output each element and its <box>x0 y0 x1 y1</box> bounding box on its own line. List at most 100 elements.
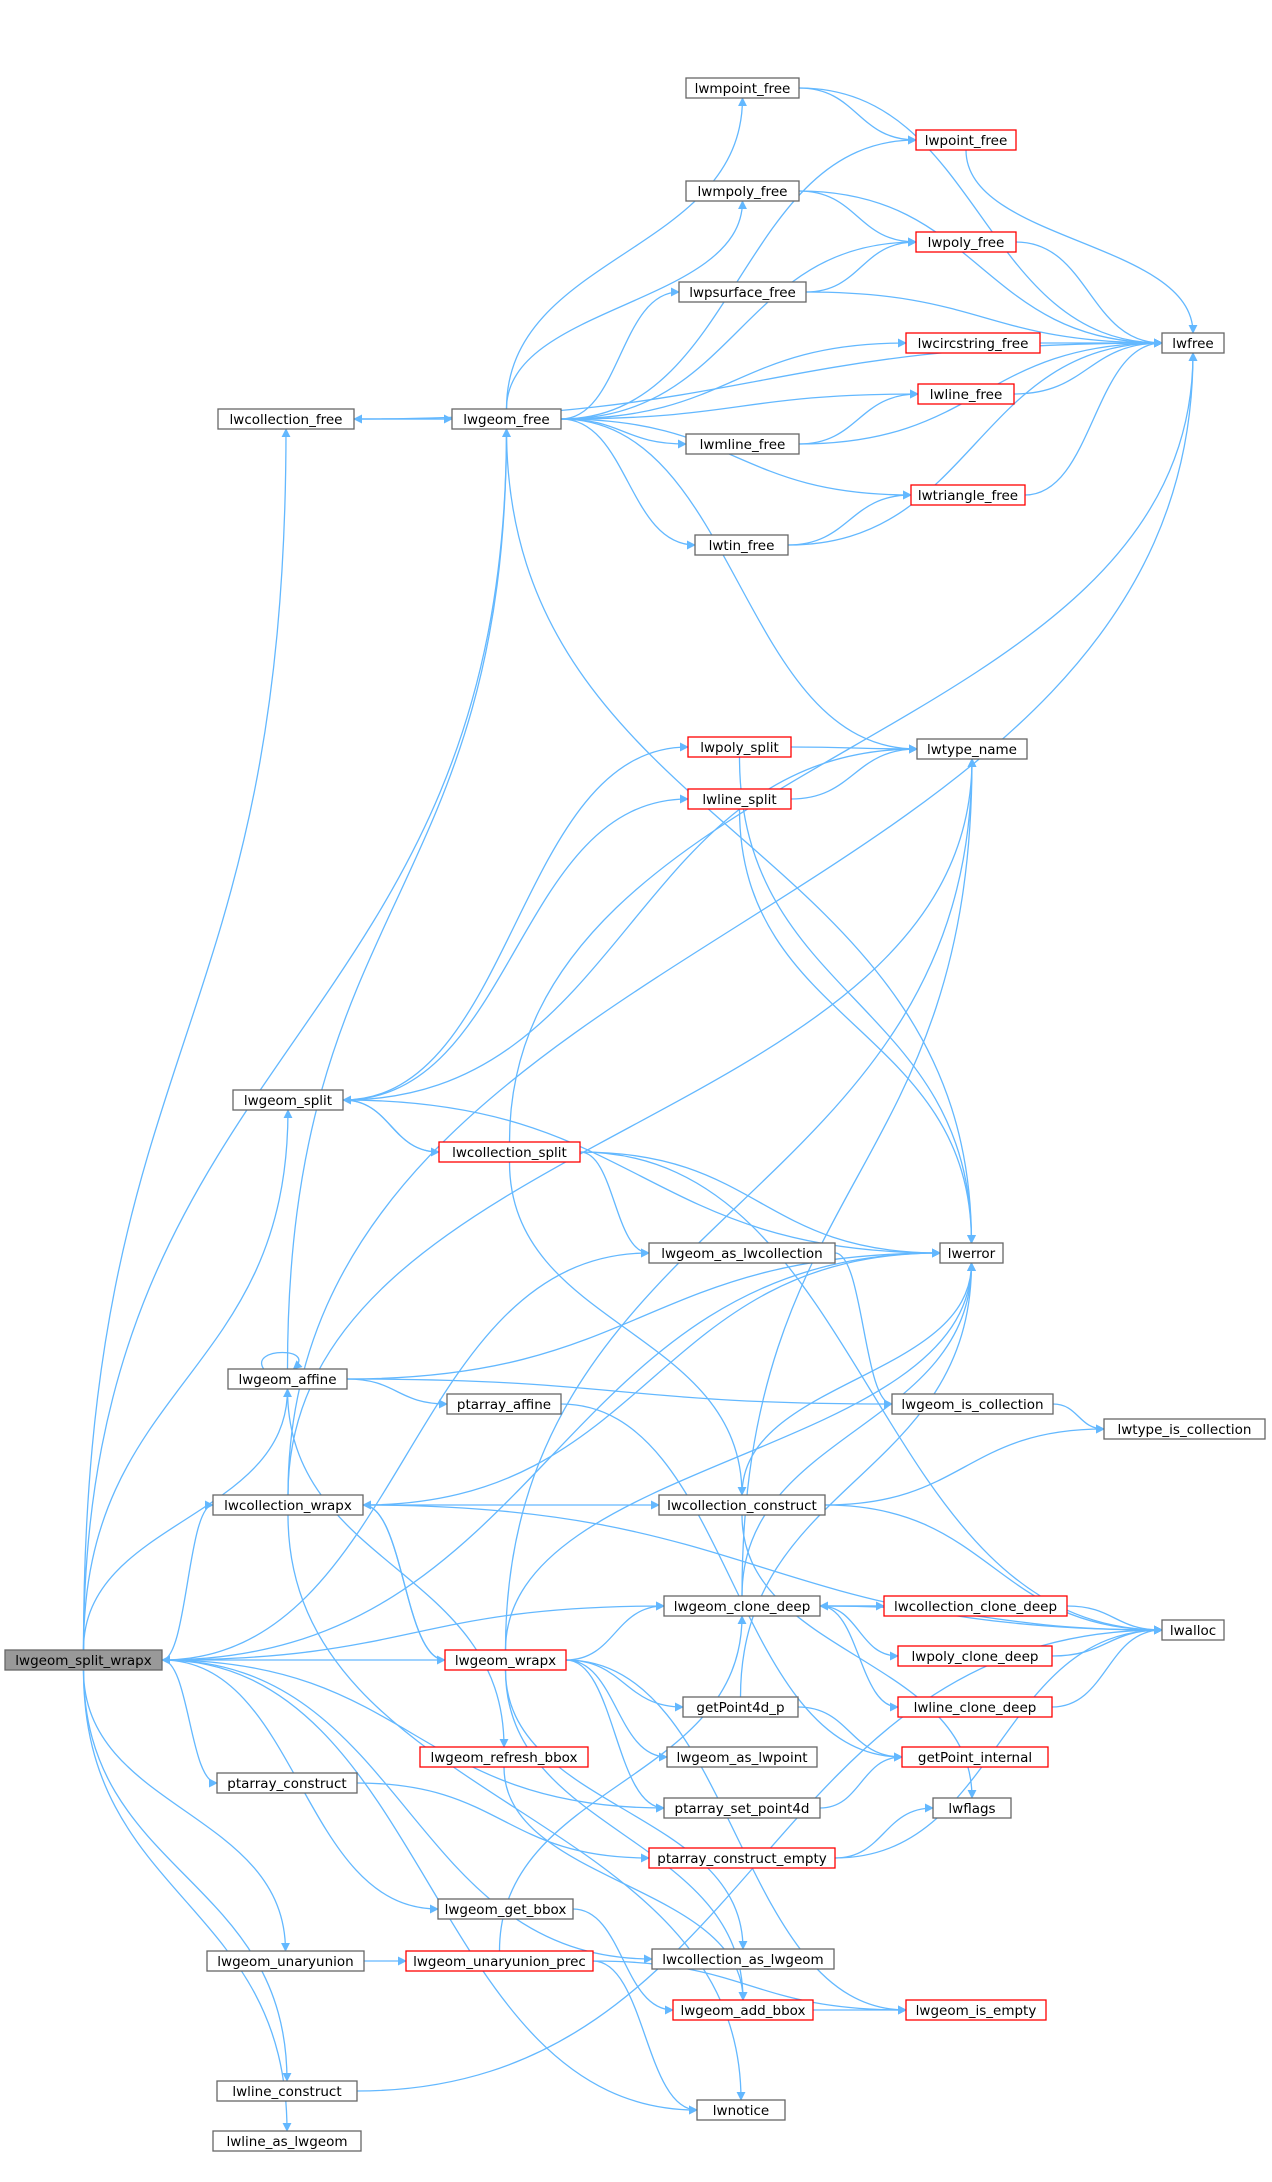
node-lwcollection_free[interactable]: lwcollection_free <box>217 408 355 430</box>
node-box <box>696 2099 786 2121</box>
node-lwline_clone_deep[interactable]: lwline_clone_deep <box>897 1696 1053 1718</box>
edge-lwpsurface_free-to-lwfree <box>805 291 1163 348</box>
node-lwpoly_clone_deep[interactable]: lwpoly_clone_deep <box>897 1645 1053 1667</box>
node-lwmpoly_free[interactable]: lwmpoly_free <box>685 180 800 202</box>
edge-lwgeom_free-to-lwerror <box>505 428 976 1244</box>
node-box <box>212 1494 364 1516</box>
node-label: lwpsurface_free <box>689 285 796 301</box>
node-label: lwerror <box>948 1246 996 1262</box>
node-box <box>932 1797 1012 1819</box>
node-lwmpoint_free[interactable]: lwmpoint_free <box>685 77 800 99</box>
node-label: lwtin_free <box>709 538 775 554</box>
node-lwalloc[interactable]: lwalloc <box>1161 1619 1225 1641</box>
node-lwline_split[interactable]: lwline_split <box>687 788 792 810</box>
node-label: lwgeom_unaryunion_prec <box>413 1954 586 1970</box>
node-box <box>905 1999 1047 2021</box>
edge-lwpoint_free-to-lwfree <box>965 149 1198 334</box>
node-lwtriangle_free[interactable]: lwtriangle_free <box>910 484 1026 506</box>
node-lwpoly_split[interactable]: lwpoly_split <box>687 736 792 758</box>
node-box <box>419 1746 589 1768</box>
node-lwtype_name[interactable]: lwtype_name <box>916 738 1028 760</box>
node-lwtin_free[interactable]: lwtin_free <box>694 534 789 556</box>
edge-lwpoly_free-to-lwfree <box>1015 241 1163 348</box>
node-lwfree[interactable]: lwfree <box>1161 332 1225 354</box>
node-lwcollection_clone_deep[interactable]: lwcollection_clone_deep <box>883 1595 1068 1617</box>
node-label: lwtype_is_collection <box>1117 1422 1251 1438</box>
node-label: lwline_construct <box>232 2084 341 2100</box>
node-lwgeom_is_empty[interactable]: lwgeom_is_empty <box>905 1999 1047 2021</box>
node-lwgeom_split_wrapx[interactable]: lwgeom_split_wrapx <box>4 1649 163 1671</box>
node-lwgeom_as_lwpoint[interactable]: lwgeom_as_lwpoint <box>666 1746 818 1768</box>
node-lwline_as_lwgeom[interactable]: lwline_as_lwgeom <box>212 2130 362 2152</box>
node-lwgeom_split[interactable]: lwgeom_split <box>232 1089 344 1111</box>
node-label: lwgeom_affine <box>238 1372 336 1388</box>
node-label: lwcollection_as_lwgeom <box>662 1952 823 1968</box>
edge-lwcollection_split-to-lwalloc <box>579 1151 1163 1635</box>
node-ptarray_construct[interactable]: ptarray_construct <box>216 1772 358 1794</box>
node-box <box>694 534 789 556</box>
node-label: lwpoly_split <box>700 740 779 756</box>
node-lwgeom_is_collection[interactable]: lwgeom_is_collection <box>891 1393 1054 1415</box>
edge-lwcollection_wrapx-to-lwerror <box>362 1248 941 1506</box>
edge-lwgeom_free-to-lwpsurface_free <box>560 287 680 420</box>
node-lwcollection_wrapx[interactable]: lwcollection_wrapx <box>212 1494 364 1516</box>
node-box <box>897 1645 1053 1667</box>
node-getPoint4d_p[interactable]: getPoint4d_p <box>682 1696 799 1718</box>
edge-lwpoly_clone_deep-to-lwalloc <box>1051 1625 1163 1657</box>
node-box <box>939 1242 1004 1264</box>
node-box <box>883 1595 1068 1617</box>
edge-lwgeom_split_wrapx-to-ptarray_construct <box>161 1659 218 1788</box>
node-ptarray_construct_empty[interactable]: ptarray_construct_empty <box>648 1847 836 1869</box>
node-lwpsurface_free[interactable]: lwpsurface_free <box>678 281 807 303</box>
node-lwmline_free[interactable]: lwmline_free <box>685 433 800 455</box>
node-box <box>685 77 800 99</box>
edge-lwcollection_construct-to-lwtype_is_collection <box>824 1424 1105 1506</box>
node-lwcircstring_free[interactable]: lwcircstring_free <box>905 332 1041 354</box>
node-lwgeom_add_bbox[interactable]: lwgeom_add_bbox <box>672 1999 814 2021</box>
node-ptarray_set_point4d[interactable]: ptarray_set_point4d <box>663 1797 821 1819</box>
node-lwgeom_clone_deep[interactable]: lwgeom_clone_deep <box>663 1595 821 1617</box>
node-lwgeom_refresh_bbox[interactable]: lwgeom_refresh_bbox <box>419 1746 589 1768</box>
node-lwgeom_as_lwcollection[interactable]: lwgeom_as_lwcollection <box>648 1242 836 1264</box>
node-lwpoint_free[interactable]: lwpoint_free <box>915 129 1017 151</box>
node-label: lwpoint_free <box>925 133 1008 149</box>
node-lwcollection_construct[interactable]: lwcollection_construct <box>658 1494 826 1516</box>
edge-ptarray_construct_empty-to-lwflags <box>834 1803 934 1859</box>
edge-lwgeom_affine-to-lwgeom_is_collection <box>346 1378 893 1409</box>
node-lwtype_is_collection[interactable]: lwtype_is_collection <box>1103 1418 1266 1440</box>
node-lwnotice[interactable]: lwnotice <box>696 2099 786 2121</box>
node-lwcollection_as_lwgeom[interactable]: lwcollection_as_lwgeom <box>651 1948 835 1970</box>
node-lwerror[interactable]: lwerror <box>939 1242 1004 1264</box>
node-lwpoly_free[interactable]: lwpoly_free <box>915 231 1017 253</box>
node-label: lwcollection_construct <box>667 1498 817 1514</box>
node-label: ptarray_set_point4d <box>675 1801 810 1817</box>
node-lwline_free[interactable]: lwline_free <box>917 383 1015 405</box>
edge-lwcollection_construct-to-lwalloc <box>824 1504 1163 1635</box>
edge-lwpsurface_free-to-lwpoly_free <box>805 237 917 293</box>
edge-lwgeom_split_wrapx-to-lwcollection_as_lwgeom <box>161 1659 653 1964</box>
node-getPoint_internal[interactable]: getPoint_internal <box>901 1746 1049 1768</box>
node-lwcollection_split[interactable]: lwcollection_split <box>438 1141 581 1163</box>
node-lwgeom_unaryunion[interactable]: lwgeom_unaryunion <box>206 1950 365 1972</box>
node-box <box>438 1141 581 1163</box>
node-lwflags[interactable]: lwflags <box>932 1797 1012 1819</box>
node-lwgeom_get_bbox[interactable]: lwgeom_get_bbox <box>437 1898 574 1920</box>
node-lwgeom_wrapx[interactable]: lwgeom_wrapx <box>444 1649 567 1671</box>
node-box <box>648 1242 836 1264</box>
node-lwgeom_unaryunion_prec[interactable]: lwgeom_unaryunion_prec <box>405 1950 594 1972</box>
node-box <box>1103 1418 1266 1440</box>
edge-lwtin_free-to-lwtriangle_free <box>787 490 912 546</box>
node-box <box>227 1368 348 1390</box>
node-box <box>651 1948 835 1970</box>
node-lwline_construct[interactable]: lwline_construct <box>216 2080 358 2102</box>
edge-lwgeom_free-to-lwline_free <box>560 389 919 420</box>
node-lwgeom_free[interactable]: lwgeom_free <box>451 408 562 430</box>
edge-lwgeom_split_wrapx-to-lwgeom_unaryunion <box>82 1669 290 1952</box>
node-lwgeom_affine[interactable]: lwgeom_affine <box>227 1368 348 1390</box>
edge-lwgeom_wrapx-to-lwcollection_wrapx <box>362 1500 446 1661</box>
edge-lwcollection_wrapx-to-lwfree <box>287 352 1198 1496</box>
node-ptarray_affine[interactable]: ptarray_affine <box>446 1393 562 1415</box>
node-label: lwgeom_is_collection <box>901 1397 1043 1413</box>
edge-lwgeom_get_bbox-to-lwgeom_add_bbox <box>572 1908 674 2015</box>
